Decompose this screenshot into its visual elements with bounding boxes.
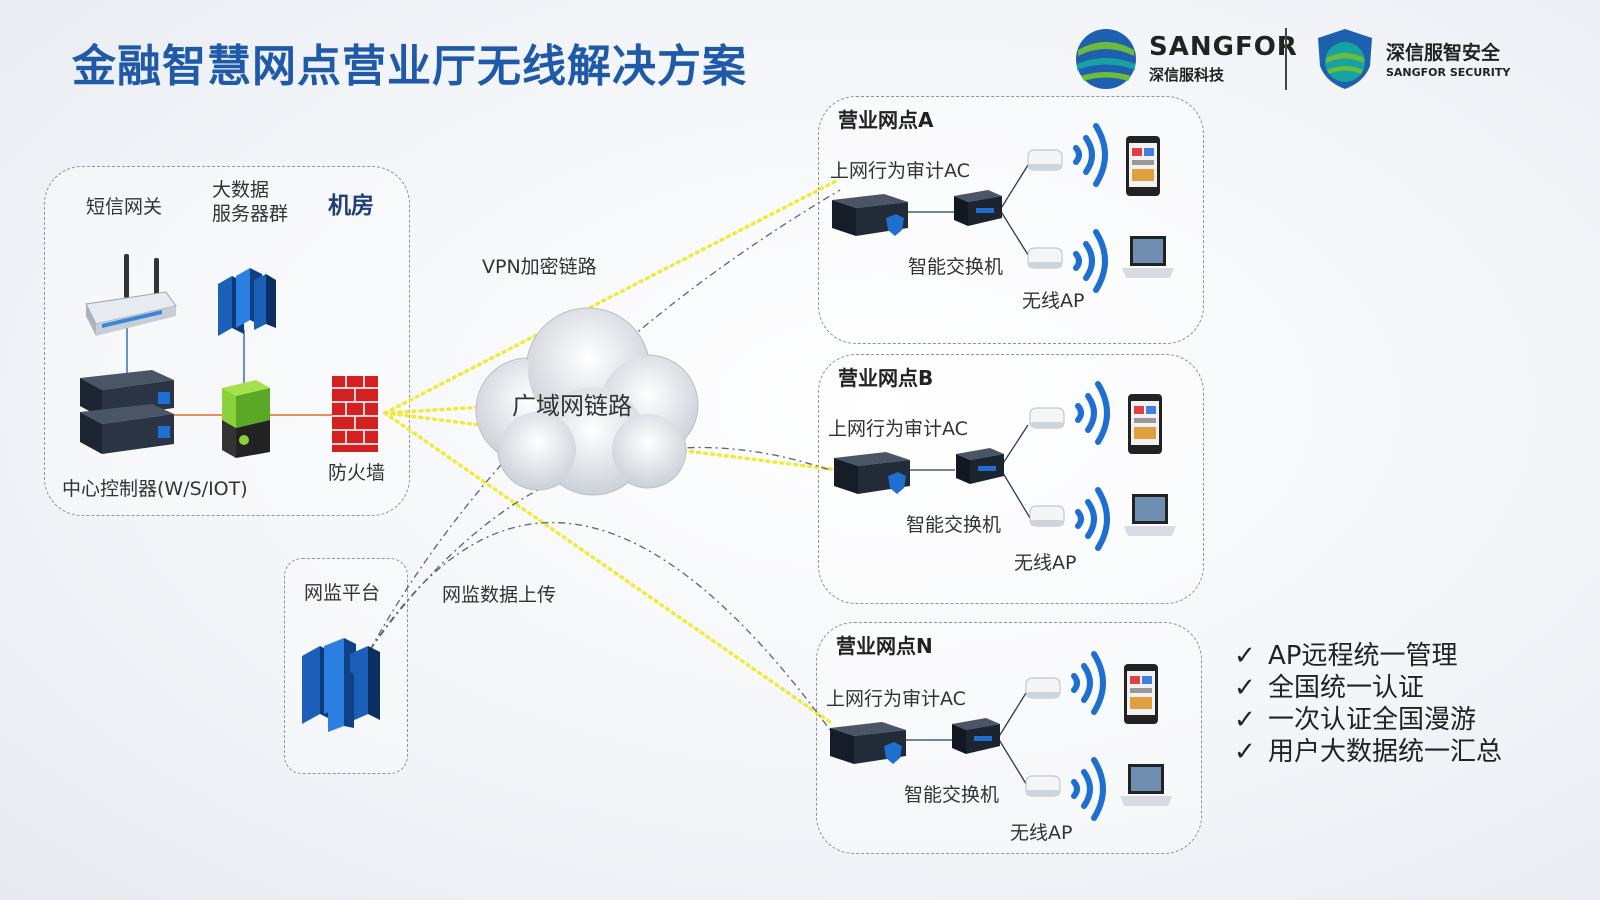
- sangfor-logo: SANGFOR 深信服科技: [1073, 26, 1297, 92]
- branch-b-title: 营业网点B: [838, 366, 934, 390]
- wifi-signal-icon: [1070, 120, 1110, 194]
- wireless-ap-icon: [1028, 502, 1068, 536]
- feature-item: ✓ 一次认证全国漫游: [1234, 704, 1502, 736]
- branch-n-title: 营业网点N: [836, 634, 933, 658]
- check-icon: ✓: [1234, 705, 1256, 735]
- feature-list: ✓ AP远程统一管理 ✓ 全国统一认证 ✓ 一次认证全国漫游 ✓ 用户大数据统一汇总: [1234, 640, 1502, 768]
- laptop-icon: [1118, 762, 1174, 814]
- feature-item: ✓ 全国统一认证: [1234, 672, 1502, 704]
- laptop-icon: [1120, 234, 1176, 286]
- wan-cloud-icon: [475, 307, 699, 496]
- feature-text: 用户大数据统一汇总: [1268, 737, 1503, 767]
- firewall-icon: [332, 376, 378, 452]
- datacenter-box: [44, 166, 410, 516]
- security-cn: 深信服智安全: [1386, 42, 1501, 64]
- branch-n-switch-label: 智能交换机: [904, 784, 1000, 806]
- monitor-server-cluster-icon: [302, 638, 380, 732]
- sangfor-globe-icon: [1076, 29, 1136, 89]
- branch-wires: [900, 164, 1031, 788]
- core-switch-icon: [222, 380, 270, 458]
- upload-link-label: 网监数据上传: [442, 584, 557, 606]
- check-icon: ✓: [1234, 737, 1256, 767]
- mobile-phone-icon: [1124, 134, 1164, 204]
- datacenter-title: 机房: [328, 193, 374, 219]
- feature-text: 全国统一认证: [1268, 673, 1425, 703]
- check-icon: ✓: [1234, 673, 1256, 703]
- sms-gateway-label: 短信网关: [86, 196, 163, 218]
- wifi-signal-icon: [1072, 378, 1112, 452]
- logo-divider: [1285, 28, 1287, 90]
- wireless-ap-icon: [1024, 772, 1064, 806]
- central-controller-icon: [80, 370, 174, 454]
- branch-b-ap-label: 无线AP: [1014, 552, 1077, 574]
- branch-b-ac-label: 上网行为审计AC: [828, 418, 968, 440]
- mobile-phone-icon: [1126, 392, 1166, 462]
- smart-switch-icon: [950, 716, 1002, 760]
- feature-text: 一次认证全国漫游: [1268, 705, 1477, 735]
- check-icon: ✓: [1234, 641, 1256, 671]
- shield-icon: [1318, 29, 1372, 89]
- monitor-title: 网监平台: [304, 582, 381, 604]
- audit-ac-icon: [832, 450, 912, 502]
- smart-switch-icon: [954, 446, 1006, 490]
- wifi-signal-icon: [1068, 648, 1108, 722]
- branch-n-ap-label: 无线AP: [1010, 822, 1073, 844]
- sangfor-security-logo: 深信服智安全 SANGFOR SECURITY: [1312, 26, 1512, 92]
- feature-item: ✓ AP远程统一管理: [1234, 640, 1502, 672]
- brand-en: SANGFOR: [1149, 32, 1298, 62]
- smart-switch-icon: [952, 188, 1004, 232]
- branch-n-ac-label: 上网行为审计AC: [826, 688, 966, 710]
- firewall-label: 防火墙: [328, 462, 386, 484]
- branch-a-ap-label: 无线AP: [1022, 290, 1085, 312]
- brand-cn: 深信服科技: [1149, 66, 1225, 84]
- wireless-ap-icon: [1026, 244, 1066, 278]
- page-title: 金融智慧网点营业厅无线解决方案: [72, 41, 747, 92]
- wireless-ap-icon: [1028, 404, 1068, 438]
- controller-label: 中心控制器(W/S/IOT): [62, 478, 248, 500]
- wifi-signal-icon: [1072, 484, 1112, 558]
- security-en: SANGFOR SECURITY: [1386, 66, 1511, 79]
- wireless-ap-icon: [1026, 146, 1066, 180]
- wan-link-label: 广域网链路: [512, 392, 632, 420]
- branch-b-switch-label: 智能交换机: [906, 514, 1002, 536]
- vpn-link-label: VPN加密链路: [482, 256, 597, 278]
- mobile-phone-icon: [1122, 662, 1162, 732]
- audit-ac-icon: [830, 192, 910, 244]
- feature-text: AP远程统一管理: [1268, 641, 1458, 671]
- branch-a-switch-label: 智能交换机: [908, 256, 1004, 278]
- feature-item: ✓ 用户大数据统一汇总: [1234, 736, 1502, 768]
- wifi-signal-icon: [1070, 226, 1110, 300]
- branch-a-ac-label: 上网行为审计AC: [830, 160, 970, 182]
- branch-a-title: 营业网点A: [838, 108, 934, 132]
- laptop-icon: [1122, 492, 1178, 544]
- upload-links: [369, 189, 841, 731]
- wireless-ap-icon: [1024, 674, 1064, 708]
- audit-ac-icon: [828, 720, 908, 772]
- bigdata-servers-label: 大数据 服务器群: [212, 179, 289, 225]
- bigdata-server-cluster-icon: [218, 268, 276, 336]
- sms-gateway-router-icon: [85, 254, 177, 336]
- wifi-signal-icon: [1068, 754, 1108, 828]
